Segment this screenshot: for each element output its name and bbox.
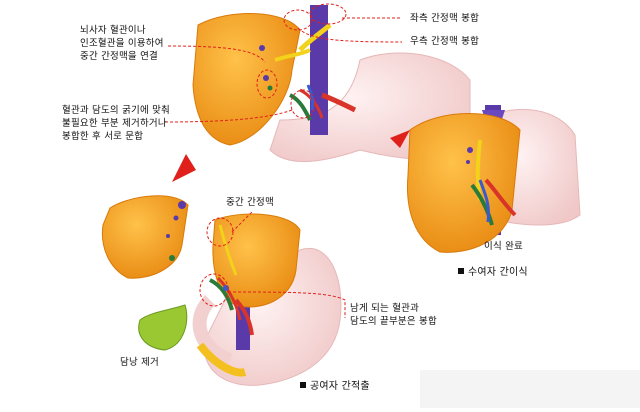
remaining-note: 남게 되는 혈관과 담도의 끝부분은 봉합 — [350, 302, 437, 328]
bottom-stage-illustration — [101, 195, 346, 386]
forward-arrow-icon — [172, 154, 196, 182]
note-line: 남게 되는 혈관과 — [350, 303, 420, 314]
note-line: 중간 간정맥을 연결 — [80, 51, 158, 62]
donor-caption-text: 공여자 간적출 — [310, 381, 370, 392]
gallbladder-label: 담낭 제거 — [120, 357, 159, 368]
right-vein-join-label: 우측 간정맥 봉합 — [410, 36, 480, 47]
liver-right — [406, 113, 521, 253]
note-line: 봉합한 후 서로 문합 — [62, 131, 144, 142]
done-label: 이식 완료 — [484, 241, 523, 252]
donor-left-lobe — [101, 195, 189, 279]
recipient-caption-text: 수여자 간이식 — [468, 267, 528, 278]
note-line: 담도의 끝부분은 봉합 — [350, 316, 437, 327]
recipient-caption: 수여자 간이식 — [458, 266, 528, 279]
bullet-square-icon — [458, 268, 464, 274]
top-left-note: 뇌사자 혈관이나 인조혈관을 이용하여 중간 간정맥을 연결 — [80, 24, 164, 63]
liver-graft-left-top — [192, 13, 301, 146]
left-vein-join-label: 좌측 간정맥 봉합 — [410, 13, 480, 24]
donor-stomach — [203, 247, 342, 386]
forward-arrow-icon — [390, 130, 410, 148]
note-line: 인조혈관을 이용하여 — [80, 38, 164, 49]
right-stage-illustration — [406, 105, 581, 253]
note-line: 혈관과 담도의 굵기에 맞춰 — [62, 105, 170, 116]
note-line: 뇌사자 혈관이나 — [80, 25, 146, 36]
bullet-square-icon — [300, 382, 306, 388]
donor-right-lobe — [212, 213, 301, 308]
gallbladder — [138, 304, 188, 351]
middle-vein-label: 중간 간정맥 — [226, 197, 274, 208]
vena-cava-top — [310, 5, 328, 135]
duct-note: 혈관과 담도의 굵기에 맞춰 불필요한 부분 제거하거나 봉합한 후 서로 문합 — [62, 104, 170, 143]
donor-caption: 공여자 간적출 — [300, 380, 370, 393]
note-line: 불필요한 부분 제거하거나 — [62, 118, 167, 129]
